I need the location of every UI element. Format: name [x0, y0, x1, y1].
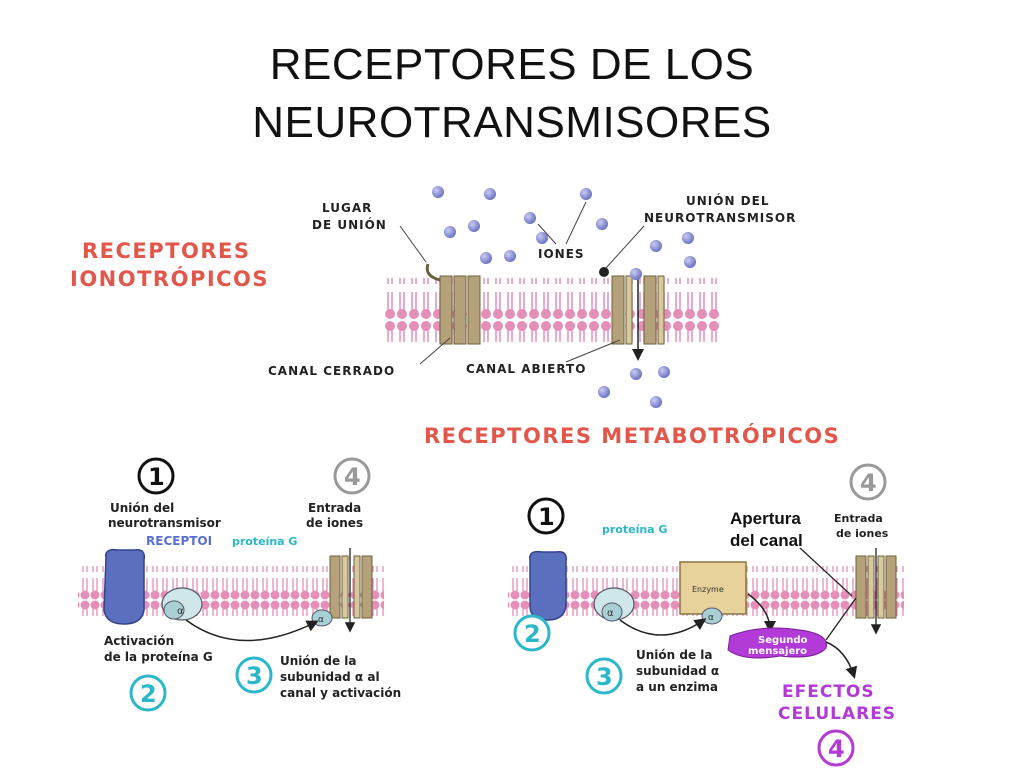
right-step-1-circle [527, 497, 565, 535]
right-step-4a: 4 [860, 469, 877, 497]
ions-label: IONES [538, 247, 585, 261]
left-step-4-circle [333, 457, 371, 495]
left-subunit-3: canal y activación [280, 686, 401, 700]
right-ion-entry-1: Entrada [834, 512, 883, 525]
left-ion-entry-1: Entrada [308, 501, 361, 515]
second-messenger: Segundo mensajero [727, 627, 827, 659]
left-step-3-circle [235, 656, 273, 694]
right-opening-1: Apertura [730, 509, 801, 528]
right-step-3-circle [585, 657, 623, 695]
left-subunit-2: subunidad α al [280, 670, 380, 684]
slide-title: RECEPTORES DE LOS NEUROTRANSMISORES [0, 36, 1024, 152]
left-activation-2: de la proteína G [104, 650, 213, 664]
right-subunit-2: subunidad α [636, 664, 719, 678]
metabotropic-left-panel: 1 4 Unión del neurotransmisor RECEPTOI p… [78, 457, 401, 712]
right-enzyme-alpha: α [708, 613, 714, 623]
metabotropic-heading: RECEPTORES METABOTRÓPICOS [424, 423, 840, 448]
left-receptor [103, 548, 146, 625]
right-step-4b: 4 [828, 735, 845, 763]
left-subunit-1: Unión de la [280, 654, 356, 668]
ionotropic-section: RECEPTORES IONOTRÓPICOS [70, 186, 796, 408]
enzyme-label: Enzyme [692, 585, 724, 594]
right-subunit-3: a un enzima [636, 680, 718, 694]
closed-channel-label: CANAL CERRADO [268, 364, 395, 378]
right-step-3: 3 [596, 663, 613, 691]
right-g-protein: α [593, 587, 635, 622]
right-step-2-circle [513, 614, 551, 652]
right-ion-entry-2: de iones [836, 527, 889, 540]
left-nt-union-2: neurotransmisor [108, 516, 221, 530]
right-opening-2: del canal [730, 531, 803, 550]
closed-channel [425, 263, 481, 345]
left-step-4: 4 [344, 463, 361, 491]
left-step-1: 1 [148, 463, 165, 491]
right-step-4a-circle [849, 463, 887, 501]
left-step-2: 2 [140, 680, 157, 708]
left-step-2-circle [129, 674, 167, 712]
right-enzyme: Enzyme α [679, 561, 747, 625]
right-step-2: 2 [524, 620, 541, 648]
ionotropic-membrane [384, 278, 720, 342]
left-ion-entry-2: de iones [306, 516, 363, 530]
title-line-1: RECEPTORES DE LOS [269, 40, 755, 89]
right-subunit-1: Unión de la [636, 648, 712, 662]
metabotropic-right-panel: 1 4 proteína G Apertura del canal Entrad… [508, 463, 904, 767]
left-nt-union-1: Unión del [110, 501, 174, 515]
right-receptor [529, 550, 568, 621]
left-activation-1: Activación [104, 634, 174, 648]
nt-binding-label-2: NEUROTRANSMISOR [644, 211, 796, 225]
left-receptor-label: RECEPTOI [146, 534, 212, 548]
binding-site-label-2: DE UNIÓN [312, 217, 387, 232]
second-messenger-1: Segundo [758, 635, 808, 646]
left-channel-alpha: α [318, 615, 324, 625]
ionotropic-heading-2: IONOTRÓPICOS [70, 266, 269, 291]
ionotropic-heading-1: RECEPTORES [82, 239, 250, 263]
left-g-protein-label: proteína G [232, 535, 297, 548]
right-alpha: α [607, 608, 614, 619]
left-alpha: α [177, 606, 184, 617]
right-step-4b-circle [817, 729, 855, 767]
left-g-protein: α [161, 587, 203, 621]
binding-site-label-1: LUGAR [322, 201, 372, 215]
ions [432, 186, 696, 408]
open-channel [599, 267, 665, 361]
second-messenger-2: mensajero [748, 646, 807, 657]
title-line-2: NEUROTRANSMISORES [252, 98, 772, 147]
open-channel-label: CANAL ABIERTO [466, 362, 586, 376]
left-step-3: 3 [246, 662, 263, 690]
left-step-1-circle [137, 457, 175, 495]
right-step-1: 1 [538, 503, 555, 531]
nt-binding-label-1: UNIÓN DEL [686, 193, 769, 208]
effects-2: CELULARES [778, 704, 896, 724]
right-ion-channel [855, 548, 897, 635]
right-g-protein-label: proteína G [602, 523, 667, 536]
effects-1: EFECTOS [782, 682, 875, 702]
